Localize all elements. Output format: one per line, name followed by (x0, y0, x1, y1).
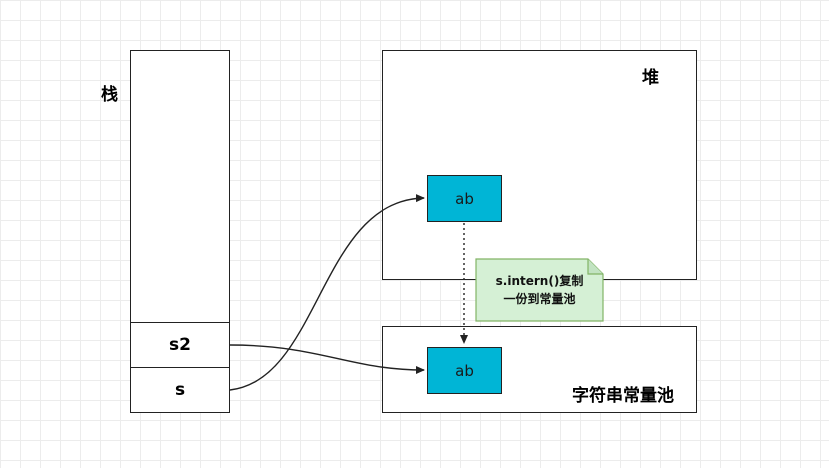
intern-note-line1: s.intern()复制 (495, 274, 584, 288)
heap-box (382, 50, 697, 280)
string-pool-object-label: ab (455, 361, 474, 380)
string-pool-label: 字符串常量池 (572, 386, 674, 406)
string-pool-object: ab (427, 347, 502, 394)
stack-slot-s-label: s (174, 380, 186, 400)
heap-object: ab (427, 175, 502, 222)
stack-slot-s2-label: s2 (169, 335, 191, 355)
stack-label: 栈 (101, 85, 118, 105)
stack-slot-s2: s2 (130, 322, 230, 368)
heap-object-label: ab (455, 189, 474, 208)
heap-label: 堆 (642, 68, 659, 88)
intern-note: s.intern()复制 一份到常量池 (476, 262, 603, 318)
stack-slot-s: s (130, 367, 230, 413)
intern-note-line2: 一份到常量池 (503, 292, 576, 306)
